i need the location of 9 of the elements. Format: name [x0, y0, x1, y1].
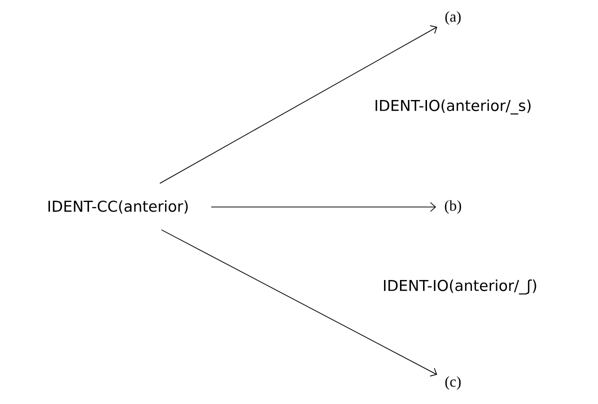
arrow — [159, 25, 438, 184]
arrow — [210, 202, 436, 212]
node-text: IDENT-CC(anterior) — [48, 200, 188, 214]
node-text: (c) — [445, 376, 461, 390]
node-text: (b) — [444, 200, 462, 214]
arrow — [161, 229, 438, 376]
node-text: (a) — [445, 11, 461, 25]
constraint-label: IDENT-IO(anterior/_ʃ) — [384, 280, 536, 294]
constraint-label: IDENT-IO(anterior/_s) — [376, 100, 531, 114]
